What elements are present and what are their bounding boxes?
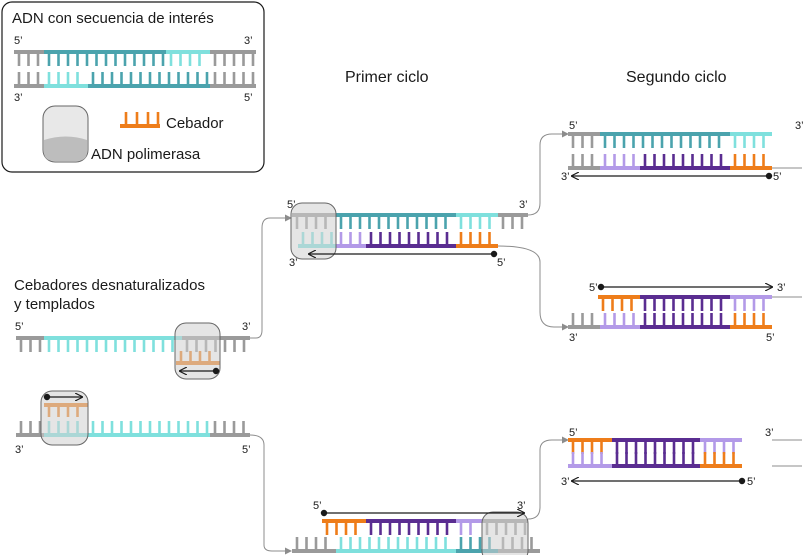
c2c-five-b: 5’ bbox=[747, 476, 756, 488]
legend-polymerase-shade bbox=[44, 136, 87, 161]
cycle1-bottom-three: 3’ bbox=[517, 500, 526, 512]
legend-bottom-three-prime: 3’ bbox=[14, 92, 23, 104]
arrow-start-bottom-origin bbox=[43, 393, 51, 401]
c2b-five-b: 5’ bbox=[766, 332, 775, 344]
polymerases bbox=[40, 202, 529, 555]
c2b-five: 5’ bbox=[589, 282, 598, 294]
strand-end-labels: 5’ 3’ 3’ 5’ 5’ 3’ 3’ 5’ 5’ 3’ 5’ 3’ 3’ 5… bbox=[15, 120, 804, 512]
extension-arrows bbox=[43, 172, 773, 517]
start-top-five: 5’ bbox=[15, 321, 24, 333]
legend: ADN con secuencia de interés 5’ 3’ 3’ 5’… bbox=[1, 1, 265, 173]
arrow-cycle1-top-origin bbox=[490, 250, 498, 258]
polymerase-cycle1-top bbox=[290, 202, 337, 260]
c2c-three: 3’ bbox=[765, 427, 774, 439]
c2a-top-strand bbox=[568, 132, 772, 148]
c2a-bottom-strand bbox=[568, 154, 772, 170]
arrow-cycle1-bottom-origin bbox=[320, 509, 328, 517]
polymerase-start-bottom bbox=[40, 390, 89, 446]
polymerase-start-top bbox=[174, 322, 221, 380]
connectors bbox=[249, 130, 802, 555]
arrow-start-top-origin bbox=[212, 367, 220, 375]
legend-primer-icon bbox=[120, 112, 160, 128]
cycle1-top-five: 5’ bbox=[287, 199, 296, 211]
second-cycle-title: Segundo ciclo bbox=[626, 69, 727, 86]
legend-bottom-five-prime: 5’ bbox=[244, 92, 253, 104]
cycle1-top-three: 3’ bbox=[519, 199, 528, 211]
legend-top-five-prime: 5’ bbox=[14, 35, 23, 47]
connector-cycle1-to-c2a bbox=[527, 130, 569, 216]
c2b-three-b: 3’ bbox=[569, 332, 578, 344]
connector-start-bottom-to-cycle1 bbox=[249, 434, 292, 555]
start-title-line1: Cebadores desnaturalizados bbox=[14, 277, 205, 294]
legend-top-strand bbox=[14, 50, 256, 66]
c2a-three-b: 3’ bbox=[561, 171, 570, 183]
c2a-three: 3’ bbox=[795, 120, 804, 132]
legend-dna-duplex bbox=[14, 50, 256, 88]
start-title-line2: y templados bbox=[14, 296, 95, 313]
cycle1-bottom-bottom-strand bbox=[292, 537, 540, 553]
arrow-c2c-origin bbox=[738, 477, 746, 485]
c2a-five: 5’ bbox=[569, 120, 578, 132]
polymerase-cycle1-bottom bbox=[481, 511, 529, 555]
c2b-bottom-strand bbox=[568, 313, 772, 329]
legend-polymerase-label: ADN polimerasa bbox=[91, 146, 201, 163]
c2b-three: 3’ bbox=[777, 282, 786, 294]
first-cycle-title: Primer ciclo bbox=[345, 69, 429, 86]
c2c-three-b: 3’ bbox=[561, 476, 570, 488]
cycle1-top-five-b: 5’ bbox=[497, 257, 506, 269]
arrow-c2a-origin bbox=[765, 172, 773, 180]
c2c-bottom-strand bbox=[568, 452, 742, 468]
dna-strands bbox=[16, 132, 772, 553]
legend-bottom-strand bbox=[14, 72, 256, 88]
start-top-three: 3’ bbox=[242, 321, 251, 333]
c2c-top-strand bbox=[568, 438, 742, 454]
arrow-c2b-origin bbox=[597, 283, 605, 291]
start-bottom-five: 5’ bbox=[242, 444, 251, 456]
legend-primer-label: Cebador bbox=[166, 115, 224, 132]
cycle1-bottom-five: 5’ bbox=[313, 500, 322, 512]
c2b-top-strand bbox=[598, 295, 772, 311]
c2a-five-b: 5’ bbox=[773, 171, 782, 183]
legend-top-three-prime: 3’ bbox=[244, 35, 253, 47]
connector-start-top-to-cycle1 bbox=[250, 214, 292, 339]
c2c-five: 5’ bbox=[569, 427, 578, 439]
legend-title: ADN con secuencia de interés bbox=[12, 10, 214, 27]
connector-cycle1b-to-c2c bbox=[527, 436, 569, 520]
start-bottom-three: 3’ bbox=[15, 444, 24, 456]
cycle1-top-three-b: 3’ bbox=[289, 257, 298, 269]
connector-cycle1-to-c2b bbox=[497, 245, 569, 331]
